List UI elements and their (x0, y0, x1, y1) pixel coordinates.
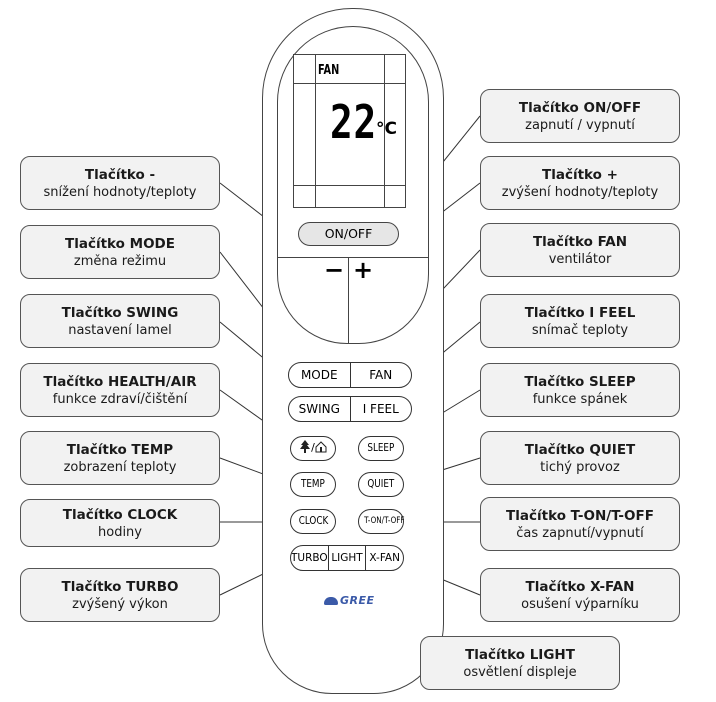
health-separator: / (311, 441, 315, 454)
lcd-display: FAN 22 °C (293, 54, 406, 208)
lcd-mode-label: FAN (318, 63, 340, 78)
plus-button[interactable]: + (353, 256, 374, 284)
onoff-button[interactable]: ON/OFF (298, 222, 399, 246)
mode-fan-button-pair: MODE FAN (288, 362, 412, 388)
callout-health-air: Tlačítko HEALTH/AIR funkce zdraví/čištěn… (20, 363, 220, 417)
t-on-t-off-button[interactable]: T-ON/T-OFF (358, 509, 405, 534)
xfan-button[interactable]: X-FAN (365, 546, 403, 570)
temp-button[interactable]: TEMP (290, 472, 336, 497)
lcd-temperature: 22 (330, 95, 378, 149)
callout-quiet: Tlačítko QUIET tichý provoz (480, 431, 680, 485)
callout-minus: Tlačítko - snížení hodnoty/teploty (20, 156, 220, 210)
quiet-button[interactable]: QUIET (358, 472, 404, 497)
callout-light: Tlačítko LIGHT osvětlení displeje (420, 636, 620, 690)
ifeel-button[interactable]: I FEEL (349, 397, 412, 421)
lcd-unit: °C (376, 119, 397, 139)
house-icon (315, 441, 327, 453)
callout-xfan: Tlačítko X-FAN osušení výparníku (480, 568, 680, 622)
callout-turbo: Tlačítko TURBO zvýšený výkon (20, 568, 220, 622)
light-button[interactable]: LIGHT (327, 546, 366, 570)
callout-temp: Tlačítko TEMP zobrazení teploty (20, 431, 220, 485)
turbo-light-xfan-button-group: TURBO LIGHT X-FAN (290, 545, 404, 571)
callout-plus: Tlačítko + zvýšení hodnoty/teploty (480, 156, 680, 210)
tree-icon (300, 440, 311, 453)
swing-button[interactable]: SWING (298, 402, 340, 416)
callout-ifeel: Tlačítko I FEEL snímač teploty (480, 294, 680, 348)
callout-onoff: Tlačítko ON/OFF zapnutí / vypnutí (480, 89, 680, 143)
callout-fan: Tlačítko FAN ventilátor (480, 223, 680, 277)
callout-swing: Tlačítko SWING nastavení lamel (20, 294, 220, 348)
remote-face (277, 26, 429, 344)
callout-t-on-t-off: Tlačítko T-ON/T-OFF čas zapnutí/vypnutí (480, 497, 680, 551)
sleep-button[interactable]: SLEEP (358, 436, 404, 461)
fan-button[interactable]: FAN (349, 363, 412, 387)
gree-logo-icon (324, 597, 338, 605)
face-divider (278, 257, 428, 258)
gree-logo: GREE (324, 594, 375, 607)
clock-button[interactable]: CLOCK (290, 509, 336, 534)
turbo-button[interactable]: TURBO (291, 552, 328, 564)
health-air-button[interactable]: / (290, 436, 336, 461)
swing-ifeel-button-pair: SWING I FEEL (288, 396, 412, 422)
callout-mode: Tlačítko MODE změna režimu (20, 225, 220, 279)
callout-clock: Tlačítko CLOCK hodiny (20, 499, 220, 547)
callout-sleep: Tlačítko SLEEP funkce spánek (480, 363, 680, 417)
minus-button[interactable]: − (324, 256, 345, 284)
plus-minus-divider (348, 257, 349, 343)
mode-button[interactable]: MODE (300, 368, 338, 382)
